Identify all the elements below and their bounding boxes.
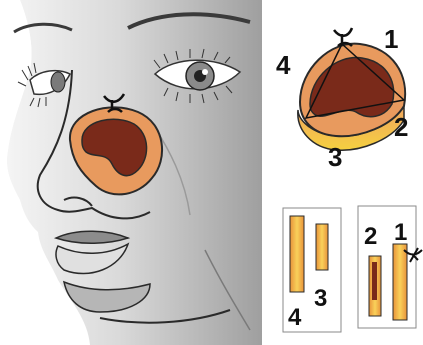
strip-2-wound — [372, 262, 377, 300]
strip-4 — [290, 216, 304, 292]
strips-panel-a: 4 3 — [283, 208, 341, 332]
face-illustration — [0, 0, 262, 345]
flap-label-1: 1 — [384, 24, 398, 54]
flap-label-3: 3 — [328, 142, 342, 172]
strip-1 — [393, 244, 407, 320]
strip-label-2: 2 — [364, 223, 377, 250]
strips-panel-b: 2 1 — [358, 206, 422, 328]
flap-label-4: 4 — [276, 50, 291, 80]
flap-label-2: 2 — [394, 112, 408, 142]
strip-label-1: 1 — [394, 219, 407, 246]
flap-suture-mark — [334, 28, 352, 46]
strip-3 — [316, 224, 328, 270]
strip-label-3: 3 — [314, 285, 327, 312]
strip-label-4: 4 — [288, 304, 302, 331]
flap-diagram: 1 2 3 4 — [276, 24, 408, 172]
